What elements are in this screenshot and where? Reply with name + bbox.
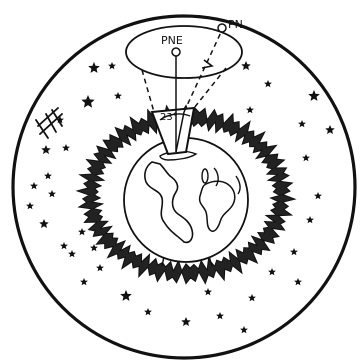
star <box>145 309 151 314</box>
star <box>40 220 48 227</box>
star <box>45 173 51 178</box>
star <box>97 265 103 270</box>
star <box>69 251 75 256</box>
star <box>42 146 50 153</box>
star <box>182 318 190 325</box>
pn-label: PN <box>228 18 243 31</box>
star <box>249 295 255 300</box>
star <box>295 279 301 284</box>
star <box>247 107 253 112</box>
star <box>115 93 121 98</box>
star <box>269 269 275 274</box>
star <box>307 217 313 222</box>
star <box>79 229 85 234</box>
earth <box>124 138 248 262</box>
angle-label: 23° <box>160 112 178 123</box>
star <box>315 193 321 198</box>
star <box>241 327 247 332</box>
star <box>326 126 334 133</box>
precession-orbit <box>126 26 242 78</box>
star <box>217 313 223 318</box>
star <box>299 121 305 126</box>
star <box>109 63 115 68</box>
star <box>89 63 99 72</box>
pn-marker <box>218 24 226 32</box>
star <box>91 245 97 250</box>
star <box>291 249 297 254</box>
star <box>205 289 211 294</box>
earth-outline <box>124 138 248 262</box>
star <box>309 91 319 100</box>
hatch-mark <box>36 108 62 138</box>
star <box>265 81 271 86</box>
star <box>61 243 67 248</box>
star <box>31 183 37 188</box>
star <box>242 62 250 69</box>
star <box>27 203 33 208</box>
star <box>49 191 55 196</box>
star <box>121 291 131 300</box>
star <box>82 96 93 107</box>
pne-marker <box>172 48 180 56</box>
star <box>63 145 69 150</box>
star <box>303 155 309 160</box>
star <box>81 279 87 284</box>
pne-label: PNE <box>161 34 183 47</box>
